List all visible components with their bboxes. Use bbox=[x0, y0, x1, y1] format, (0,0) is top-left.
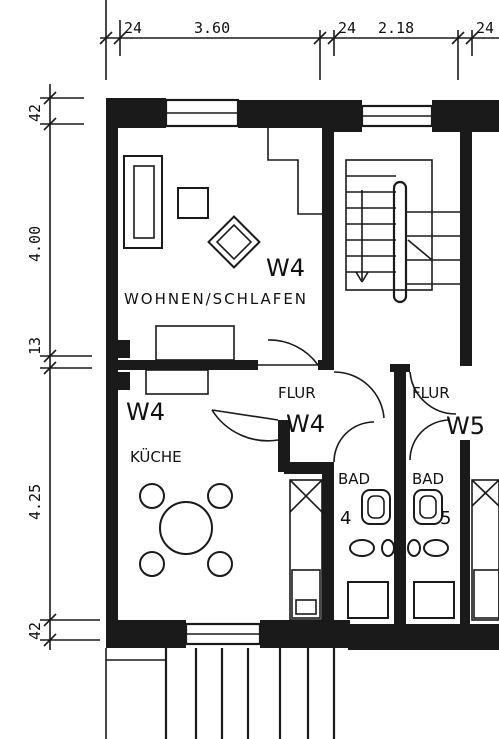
shower-bad5 bbox=[413, 581, 455, 619]
toilet-bad5 bbox=[413, 489, 443, 525]
dining-table bbox=[159, 501, 213, 555]
dim-top-wall-1: 24 bbox=[124, 19, 142, 37]
room-labels: W4 WOHNEN/SCHLAFEN W4 KÜCHE FLUR W4 FLUR… bbox=[124, 254, 485, 529]
label-flur4-name: FLUR bbox=[278, 384, 316, 402]
label-bad4-num: 4 bbox=[340, 508, 351, 529]
label-flur5-name: FLUR bbox=[412, 384, 450, 402]
dim-left-wall-top: 42 bbox=[26, 104, 44, 122]
label-wohnen-unit: W4 bbox=[266, 254, 305, 282]
chair-1 bbox=[139, 483, 165, 509]
label-kueche-unit: W4 bbox=[126, 398, 165, 426]
staircase bbox=[345, 159, 460, 304]
shower-bad4 bbox=[347, 581, 389, 619]
side-table bbox=[177, 187, 209, 219]
balcony bbox=[105, 648, 336, 739]
dim-top-wall-2: 24 bbox=[338, 19, 356, 37]
living-furniture bbox=[123, 128, 322, 361]
label-wohnen-name: WOHNEN/SCHLAFEN bbox=[124, 290, 306, 308]
label-kueche-name: KÜCHE bbox=[130, 447, 182, 466]
chair-2 bbox=[207, 483, 233, 509]
armchair bbox=[207, 215, 261, 269]
dim-top-wall-3: 24 bbox=[476, 19, 494, 37]
bath-fixtures bbox=[347, 479, 499, 621]
dim-left-inner-wall: 13 bbox=[26, 337, 44, 355]
toilet-bad4 bbox=[361, 489, 391, 525]
label-flur5-unit: W5 bbox=[446, 412, 485, 440]
top-dimension-chain: 24 3.60 24 2.18 24 bbox=[99, 0, 499, 80]
sofa bbox=[123, 155, 163, 249]
label-bad5-num: 5 bbox=[440, 508, 451, 529]
dim-left-room-height: 4.00 bbox=[26, 226, 44, 262]
kitchen-furniture bbox=[139, 369, 323, 621]
label-bad5-name: BAD bbox=[412, 470, 444, 488]
chair-3 bbox=[139, 551, 165, 577]
label-bad4-name: BAD bbox=[338, 470, 370, 488]
doors bbox=[211, 339, 457, 463]
dim-top-room-width: 3.60 bbox=[194, 19, 230, 37]
dim-left-kitchen-height: 4.25 bbox=[26, 484, 44, 520]
walls bbox=[106, 98, 499, 650]
label-flur4-unit: W4 bbox=[286, 410, 325, 438]
dim-left-wall-bottom: 42 bbox=[26, 622, 44, 640]
left-dimension-chain: 42 4.00 13 4.25 42 bbox=[26, 84, 100, 650]
chair-4 bbox=[207, 551, 233, 577]
dim-top-stair-width: 2.18 bbox=[378, 19, 414, 37]
